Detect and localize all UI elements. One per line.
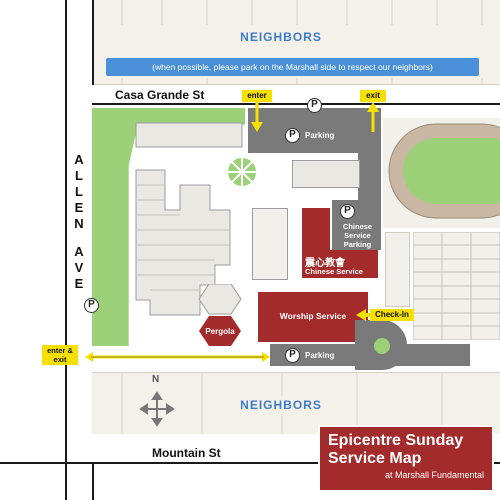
ave-letter-2: V (74, 260, 84, 275)
allen-ave-road-line-east (92, 0, 94, 85)
casa-grande-street-label: Casa Grande St (115, 88, 205, 102)
south-parking-label: Parking (305, 351, 335, 360)
check-in-roundabout (355, 320, 407, 370)
ave-letter-3: E (74, 276, 84, 291)
chinese-parking-p-icon: P (340, 204, 355, 219)
court-strip (385, 232, 410, 307)
title-card: Epicentre Sunday Service Map at Marshall… (318, 425, 494, 492)
parking-note-text: (when possible, please park on the Marsh… (152, 62, 433, 72)
check-in-tag: Check-In (370, 309, 414, 321)
allen-parking-p-icon: P (84, 298, 99, 313)
allen-letter-gap (70, 232, 88, 244)
exit-up-arrow (367, 102, 379, 132)
south-parking-p-icon: P (285, 348, 300, 363)
north-parking-label: Parking (305, 131, 335, 140)
enter-down-arrow (251, 102, 263, 132)
compass-icon (139, 391, 175, 427)
enter-exit-arrow (85, 352, 270, 362)
main-school-building (135, 122, 243, 316)
allen-east-lower-line (92, 462, 94, 500)
map-title: Epicentre Sunday Service Map (328, 432, 464, 467)
chinese-service-zh-label: 震心教會 (305, 258, 345, 269)
allen-letter-3: L (75, 184, 83, 199)
worship-service-building (258, 292, 368, 342)
allen-letter-1: A (74, 152, 84, 167)
pergola-structure (198, 284, 242, 346)
allen-ave-road-line-west (65, 0, 67, 500)
compass-north-label: N (152, 374, 160, 385)
center-building (292, 160, 360, 188)
north-parking-p-icon: P (285, 128, 300, 143)
south-neighbors-label: NEIGHBORS (226, 396, 336, 414)
map-subtitle: at Marshall Fundamental (384, 470, 484, 480)
north-neighbor-lots (121, 0, 483, 85)
west-enter-exit-tag: enter & exit (42, 345, 78, 365)
chinese-service-building-wing (302, 250, 378, 278)
allen-letter-4: E (74, 200, 84, 215)
allen-ave-label: A L L E N A V E (70, 152, 88, 292)
tree-icon (226, 156, 258, 188)
tennis-courts (413, 232, 500, 340)
check-in-arrow (356, 309, 372, 321)
mountain-st-road-line (0, 462, 500, 464)
north-exit-tag: exit (360, 90, 386, 102)
running-track (388, 123, 500, 219)
parking-note-banner: (when possible, please park on the Marsh… (106, 58, 479, 76)
east-small-building (252, 208, 288, 280)
chinese-service-en-label: Chinese Service (305, 267, 363, 276)
casa-grande-road-line (92, 103, 500, 105)
pergola-label: Pergola (205, 327, 235, 336)
street-parking-p-icon: P (307, 98, 322, 113)
mountain-street-label: Mountain St (152, 446, 221, 460)
north-enter-tag: enter (242, 90, 272, 102)
worship-service-label: Worship Service (279, 311, 347, 321)
north-neighbors-label: NEIGHBORS (226, 28, 336, 46)
ave-letter-1: A (74, 244, 84, 259)
allen-letter-2: L (75, 168, 83, 183)
chinese-service-parking-label: Chinese Service Parking (342, 222, 373, 249)
allen-letter-5: N (74, 216, 84, 231)
